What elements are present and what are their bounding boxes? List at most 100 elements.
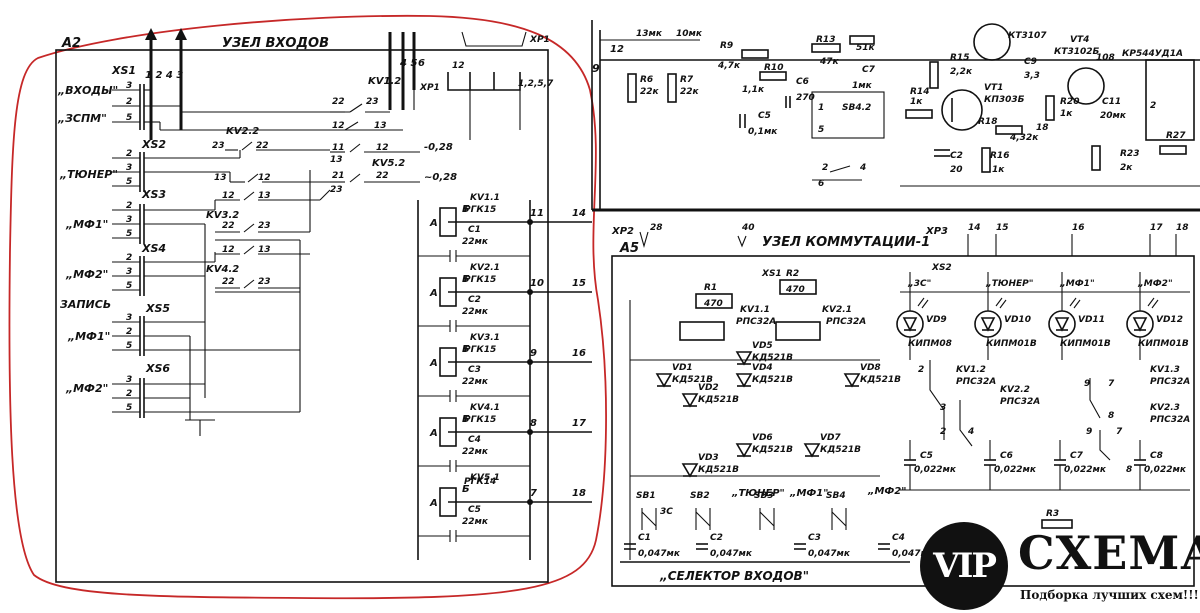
svg-text:РПС32А: РПС32А bbox=[826, 317, 866, 327]
svg-text:51к: 51к bbox=[856, 43, 876, 53]
diode-name: VD7 bbox=[820, 433, 841, 443]
input-mf1b-label: „МФ1" bbox=[67, 330, 110, 343]
svg-text:470: 470 bbox=[703, 299, 723, 309]
svg-text:R18: R18 bbox=[978, 117, 997, 127]
svg-text:5: 5 bbox=[126, 177, 132, 187]
input-mf1-label: „МФ1" bbox=[65, 218, 108, 231]
svg-text:2: 2 bbox=[1150, 101, 1156, 111]
relay-line-number: 16 bbox=[572, 348, 586, 359]
svg-text:C2: C2 bbox=[950, 151, 963, 161]
svg-text:R10: R10 bbox=[764, 63, 783, 73]
vip-schema-logo: VIP СХЕМА Подборка лучших схем!!! bbox=[920, 522, 1200, 613]
svg-text:23: 23 bbox=[258, 221, 271, 231]
svg-text:3: 3 bbox=[126, 313, 132, 323]
xs6-connector: 325 bbox=[112, 375, 145, 418]
svg-text:15: 15 bbox=[996, 223, 1009, 233]
diode-body bbox=[735, 351, 753, 366]
diode-type: КД521В bbox=[698, 395, 739, 405]
xs1-pins: 1 2 4 3 bbox=[145, 70, 183, 81]
relay-cap-name: C4 bbox=[468, 435, 481, 445]
svg-text:XP2: XP2 bbox=[611, 226, 634, 237]
zapis-label: ЗАПИСЬ bbox=[60, 298, 111, 311]
sb-switch: SB2 bbox=[690, 491, 711, 530]
logo-vip-text: VIP bbox=[933, 546, 997, 586]
sb-switch: SB4 bbox=[826, 491, 847, 530]
input-mf2b-label: „МФ2" bbox=[65, 382, 108, 395]
diode-type: КД521В bbox=[820, 445, 861, 455]
svg-text:0,1мк: 0,1мк bbox=[748, 127, 778, 137]
svg-text:R7: R7 bbox=[680, 75, 694, 85]
logo-tagline: Подборка лучших схем!!! bbox=[1020, 588, 1199, 602]
diode-name: VD2 bbox=[698, 383, 719, 393]
svg-text:12: 12 bbox=[452, 61, 465, 71]
svg-text:R9: R9 bbox=[720, 41, 733, 51]
capacitor: C20,047мк bbox=[696, 533, 753, 559]
capacitor-name: C7 bbox=[1070, 451, 1084, 461]
svg-text:3С: 3С bbox=[660, 507, 673, 517]
relay-terminal-b: Б bbox=[462, 484, 470, 495]
svg-text:КР544УД1А: КР544УД1А bbox=[1122, 49, 1183, 59]
svg-text:22к: 22к bbox=[640, 87, 660, 97]
svg-text:18: 18 bbox=[1176, 223, 1189, 233]
xs5-connector: 325 bbox=[112, 313, 145, 356]
block-a2-id: A2 bbox=[61, 36, 81, 51]
svg-text:7: 7 bbox=[1108, 379, 1115, 389]
diode-type: КД521В bbox=[752, 353, 793, 363]
led-label: „МФ1" bbox=[1059, 279, 1095, 289]
svg-text:R6: R6 bbox=[640, 75, 653, 85]
svg-text:KV2.1: KV2.1 bbox=[822, 305, 852, 315]
svg-text:КП303Б: КП303Б bbox=[984, 95, 1025, 105]
logo-circle: VIP bbox=[920, 522, 1008, 610]
input-mf2-label: „МФ2" bbox=[65, 268, 108, 281]
led-type: КИПМ01В bbox=[986, 339, 1037, 349]
svg-text:3: 3 bbox=[126, 267, 132, 277]
svg-text:„МФ1": „МФ1" bbox=[789, 488, 828, 499]
relay-cap-name: C1 bbox=[468, 225, 481, 235]
sb-name: SB4 bbox=[826, 491, 846, 501]
svg-text:SB4.2: SB4.2 bbox=[842, 103, 871, 113]
svg-text:РПС32А: РПС32А bbox=[1150, 377, 1190, 387]
svg-text:3: 3 bbox=[126, 163, 132, 173]
led-label: „МФ2" bbox=[1137, 279, 1173, 289]
svg-text:10мк: 10мк bbox=[676, 29, 703, 39]
xs2-connector: 235 bbox=[112, 149, 145, 192]
diode-name: VD8 bbox=[860, 363, 881, 373]
capacitor-value: 0,047мк bbox=[808, 549, 851, 559]
svg-text:1мк: 1мк bbox=[852, 81, 873, 91]
led-body bbox=[896, 310, 924, 338]
relay-pin: 8 bbox=[530, 418, 537, 429]
svg-text:108: 108 bbox=[1096, 53, 1115, 63]
diode-body bbox=[735, 443, 753, 458]
svg-text:9: 9 bbox=[592, 62, 600, 75]
svg-text:5: 5 bbox=[126, 113, 132, 123]
svg-text:4,32к: 4,32к bbox=[1009, 133, 1039, 143]
svg-text:3: 3 bbox=[126, 81, 132, 91]
svg-text:13: 13 bbox=[330, 155, 343, 165]
svg-text:KV1.2: KV1.2 bbox=[368, 76, 401, 87]
svg-text:5: 5 bbox=[126, 403, 132, 413]
relay-terminal-a: А bbox=[429, 498, 438, 509]
xs4-connector: 235 bbox=[112, 253, 145, 296]
svg-text:11: 11 bbox=[332, 143, 345, 153]
capacitor-name: C4 bbox=[892, 533, 905, 543]
capacitor: C30,047мк bbox=[794, 533, 851, 559]
svg-text:R13: R13 bbox=[816, 35, 835, 45]
svg-text:РПС32А: РПС32А bbox=[1000, 397, 1040, 407]
svg-text:KV1.2: KV1.2 bbox=[956, 365, 986, 375]
xs1-label: XS1 bbox=[111, 64, 136, 77]
svg-text:270: 270 bbox=[796, 93, 815, 103]
svg-text:3: 3 bbox=[940, 403, 946, 413]
svg-text:22: 22 bbox=[256, 141, 269, 151]
svg-text:5: 5 bbox=[126, 341, 132, 351]
svg-text:KV1.3: KV1.3 bbox=[1150, 365, 1180, 375]
svg-text:2: 2 bbox=[126, 389, 132, 399]
sb-name: SB3 bbox=[754, 491, 774, 501]
